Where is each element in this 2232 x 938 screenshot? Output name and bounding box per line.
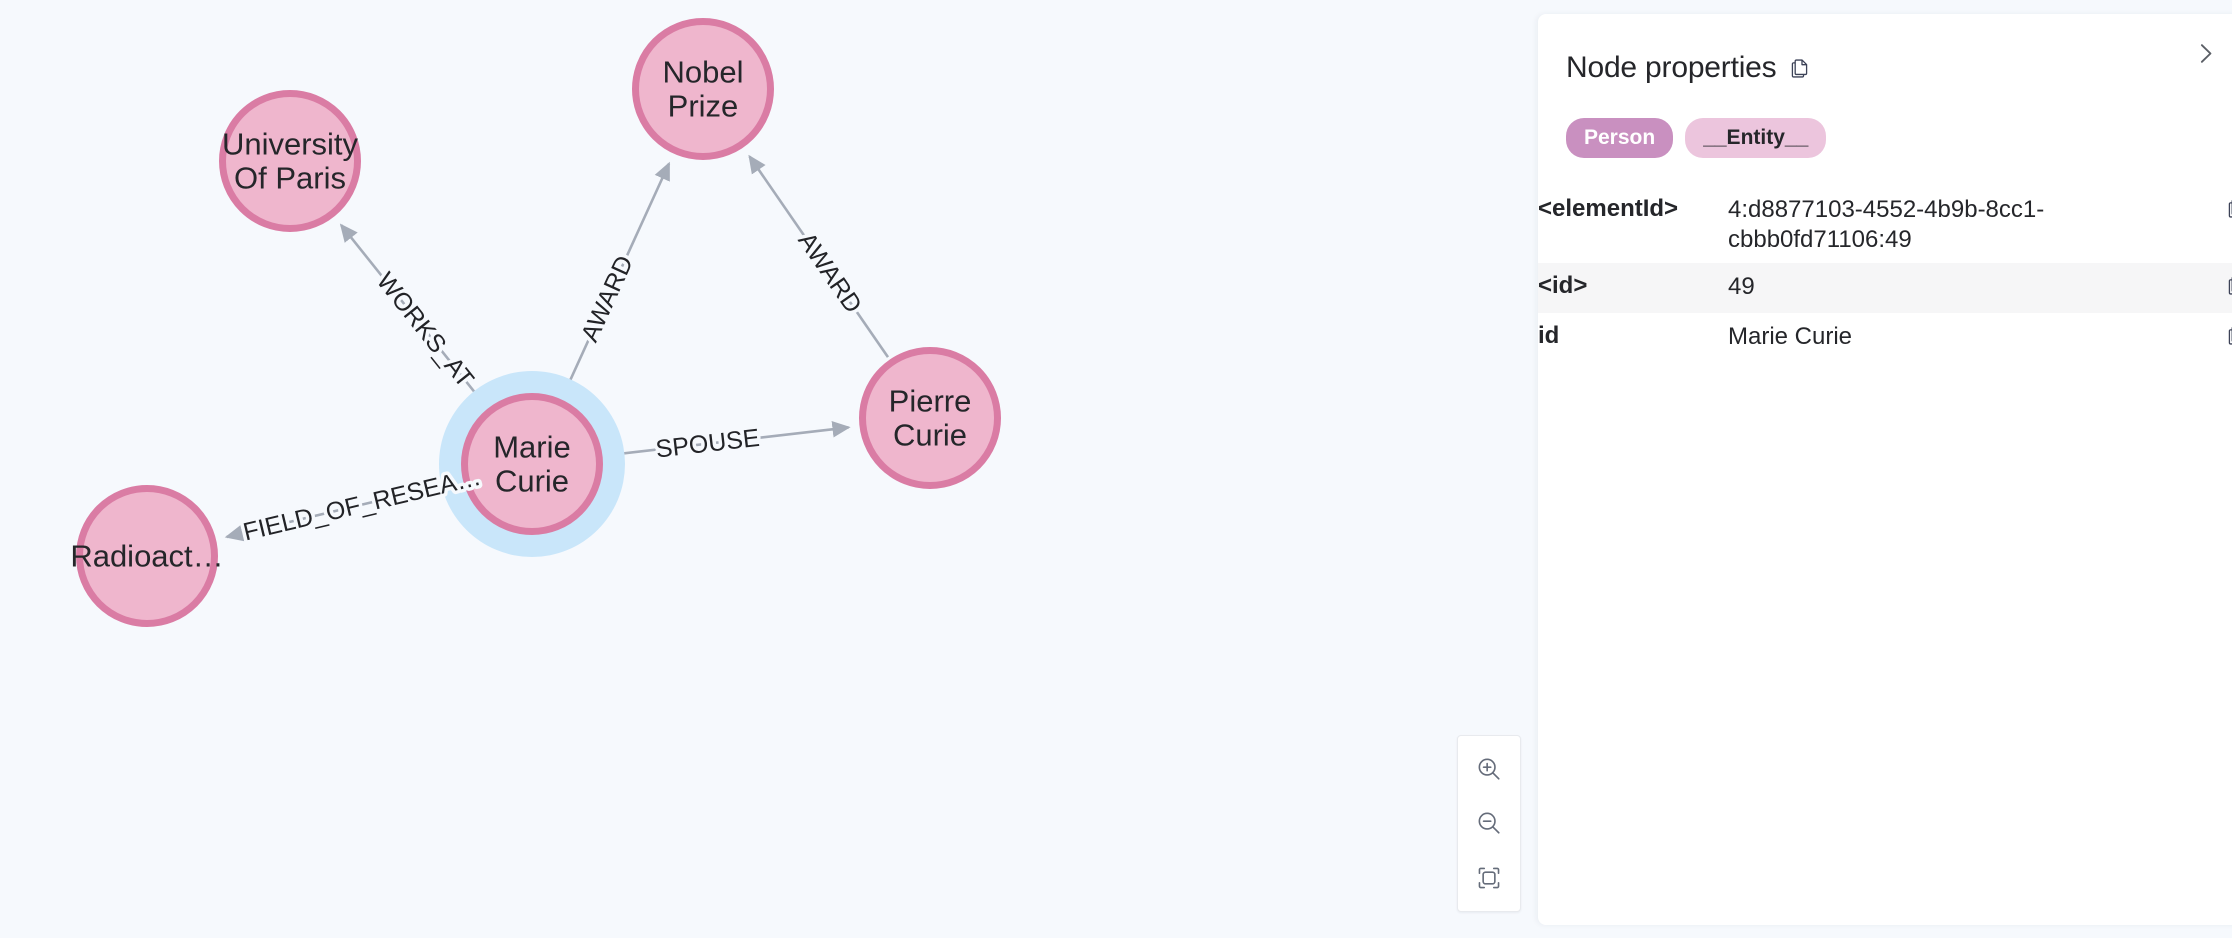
node-circle	[219, 90, 361, 232]
node-properties-table: <elementId> 4:d8877103-4552-4b9b-8cc1-cbb…	[1538, 186, 2232, 363]
table-row: <id> 49	[1538, 262, 2232, 313]
fit-to-screen-icon	[1478, 867, 1500, 889]
node-label-pill-person[interactable]: Person	[1566, 118, 1674, 159]
table-row: <elementId> 4:d8877103-4552-4b9b-8cc1-cbb…	[1538, 186, 2232, 263]
collapse-panel-button[interactable]	[2184, 32, 2226, 74]
zoom-to-fit-button[interactable]	[1467, 856, 1511, 900]
edge-line	[605, 421, 851, 457]
graph-node-marie-curie[interactable]	[439, 371, 625, 557]
panel-header: Node properties	[1538, 14, 2232, 92]
copy-property-button[interactable]	[2225, 324, 2232, 347]
node-properties-body: <elementId> 4:d8877103-4552-4b9b-8cc1-cbb…	[1538, 186, 2232, 363]
table-row: id Marie Curie	[1538, 313, 2232, 363]
node-circle	[461, 393, 603, 535]
zoom-out-button[interactable]	[1467, 801, 1511, 845]
graph-edge-works-at[interactable]	[339, 223, 487, 407]
zoom-out-icon	[1478, 813, 1500, 835]
nodes-layer	[76, 18, 1001, 627]
edge-line	[748, 154, 890, 358]
property-copy-cell	[2186, 263, 2232, 313]
edge-line	[561, 161, 671, 398]
property-key: id	[1538, 321, 1560, 349]
page-title: Node properties	[1566, 51, 1777, 84]
property-copy-cell	[2186, 186, 2232, 263]
zoom-in-icon	[1478, 758, 1500, 780]
property-key: <id>	[1538, 271, 1588, 299]
property-value: Marie Curie	[1728, 322, 1853, 350]
node-circle	[632, 18, 774, 160]
copy-icon	[2228, 276, 2232, 295]
property-copy-cell	[2186, 313, 2232, 363]
copy-property-button[interactable]	[2225, 274, 2232, 297]
node-circle	[76, 485, 218, 627]
copy-icon	[2228, 326, 2232, 345]
graph-node-radioactivity[interactable]	[76, 485, 218, 627]
edge-line	[339, 223, 487, 407]
edges-layer	[224, 154, 890, 542]
node-label-pill-entity[interactable]: __Entity__	[1685, 118, 1827, 159]
graph-edge-spouse[interactable]	[605, 421, 851, 457]
graph-edge-field-of-research[interactable]	[224, 479, 461, 542]
edge-line	[224, 479, 461, 542]
chevron-right-icon	[2200, 43, 2211, 63]
property-value: 4:d8877103-4552-4b9b-8cc1-cbbb0fd71106:4…	[1728, 196, 2045, 253]
graph-node-university-of-paris[interactable]	[219, 90, 361, 232]
graph-edge-award-pierre[interactable]	[748, 154, 890, 358]
node-labels-list: Person __Entity__	[1538, 92, 2232, 159]
graph-edge-award-marie[interactable]	[561, 161, 671, 398]
property-key: <elementId>	[1538, 195, 1679, 223]
zoom-in-button[interactable]	[1467, 747, 1511, 791]
copy-all-properties-icon[interactable]	[1788, 57, 1811, 80]
node-properties-panel: Node properties Person __Entity__ <elemen…	[1538, 14, 2232, 925]
copy-icon	[1792, 58, 1808, 78]
zoom-controls	[1457, 735, 1521, 912]
node-circle	[859, 347, 1001, 489]
copy-property-button[interactable]	[2225, 197, 2232, 220]
copy-icon	[2228, 200, 2232, 218]
graph-node-pierre-curie[interactable]	[859, 347, 1001, 489]
property-value: 49	[1728, 272, 1755, 300]
graph-node-nobel-prize[interactable]	[632, 18, 774, 160]
